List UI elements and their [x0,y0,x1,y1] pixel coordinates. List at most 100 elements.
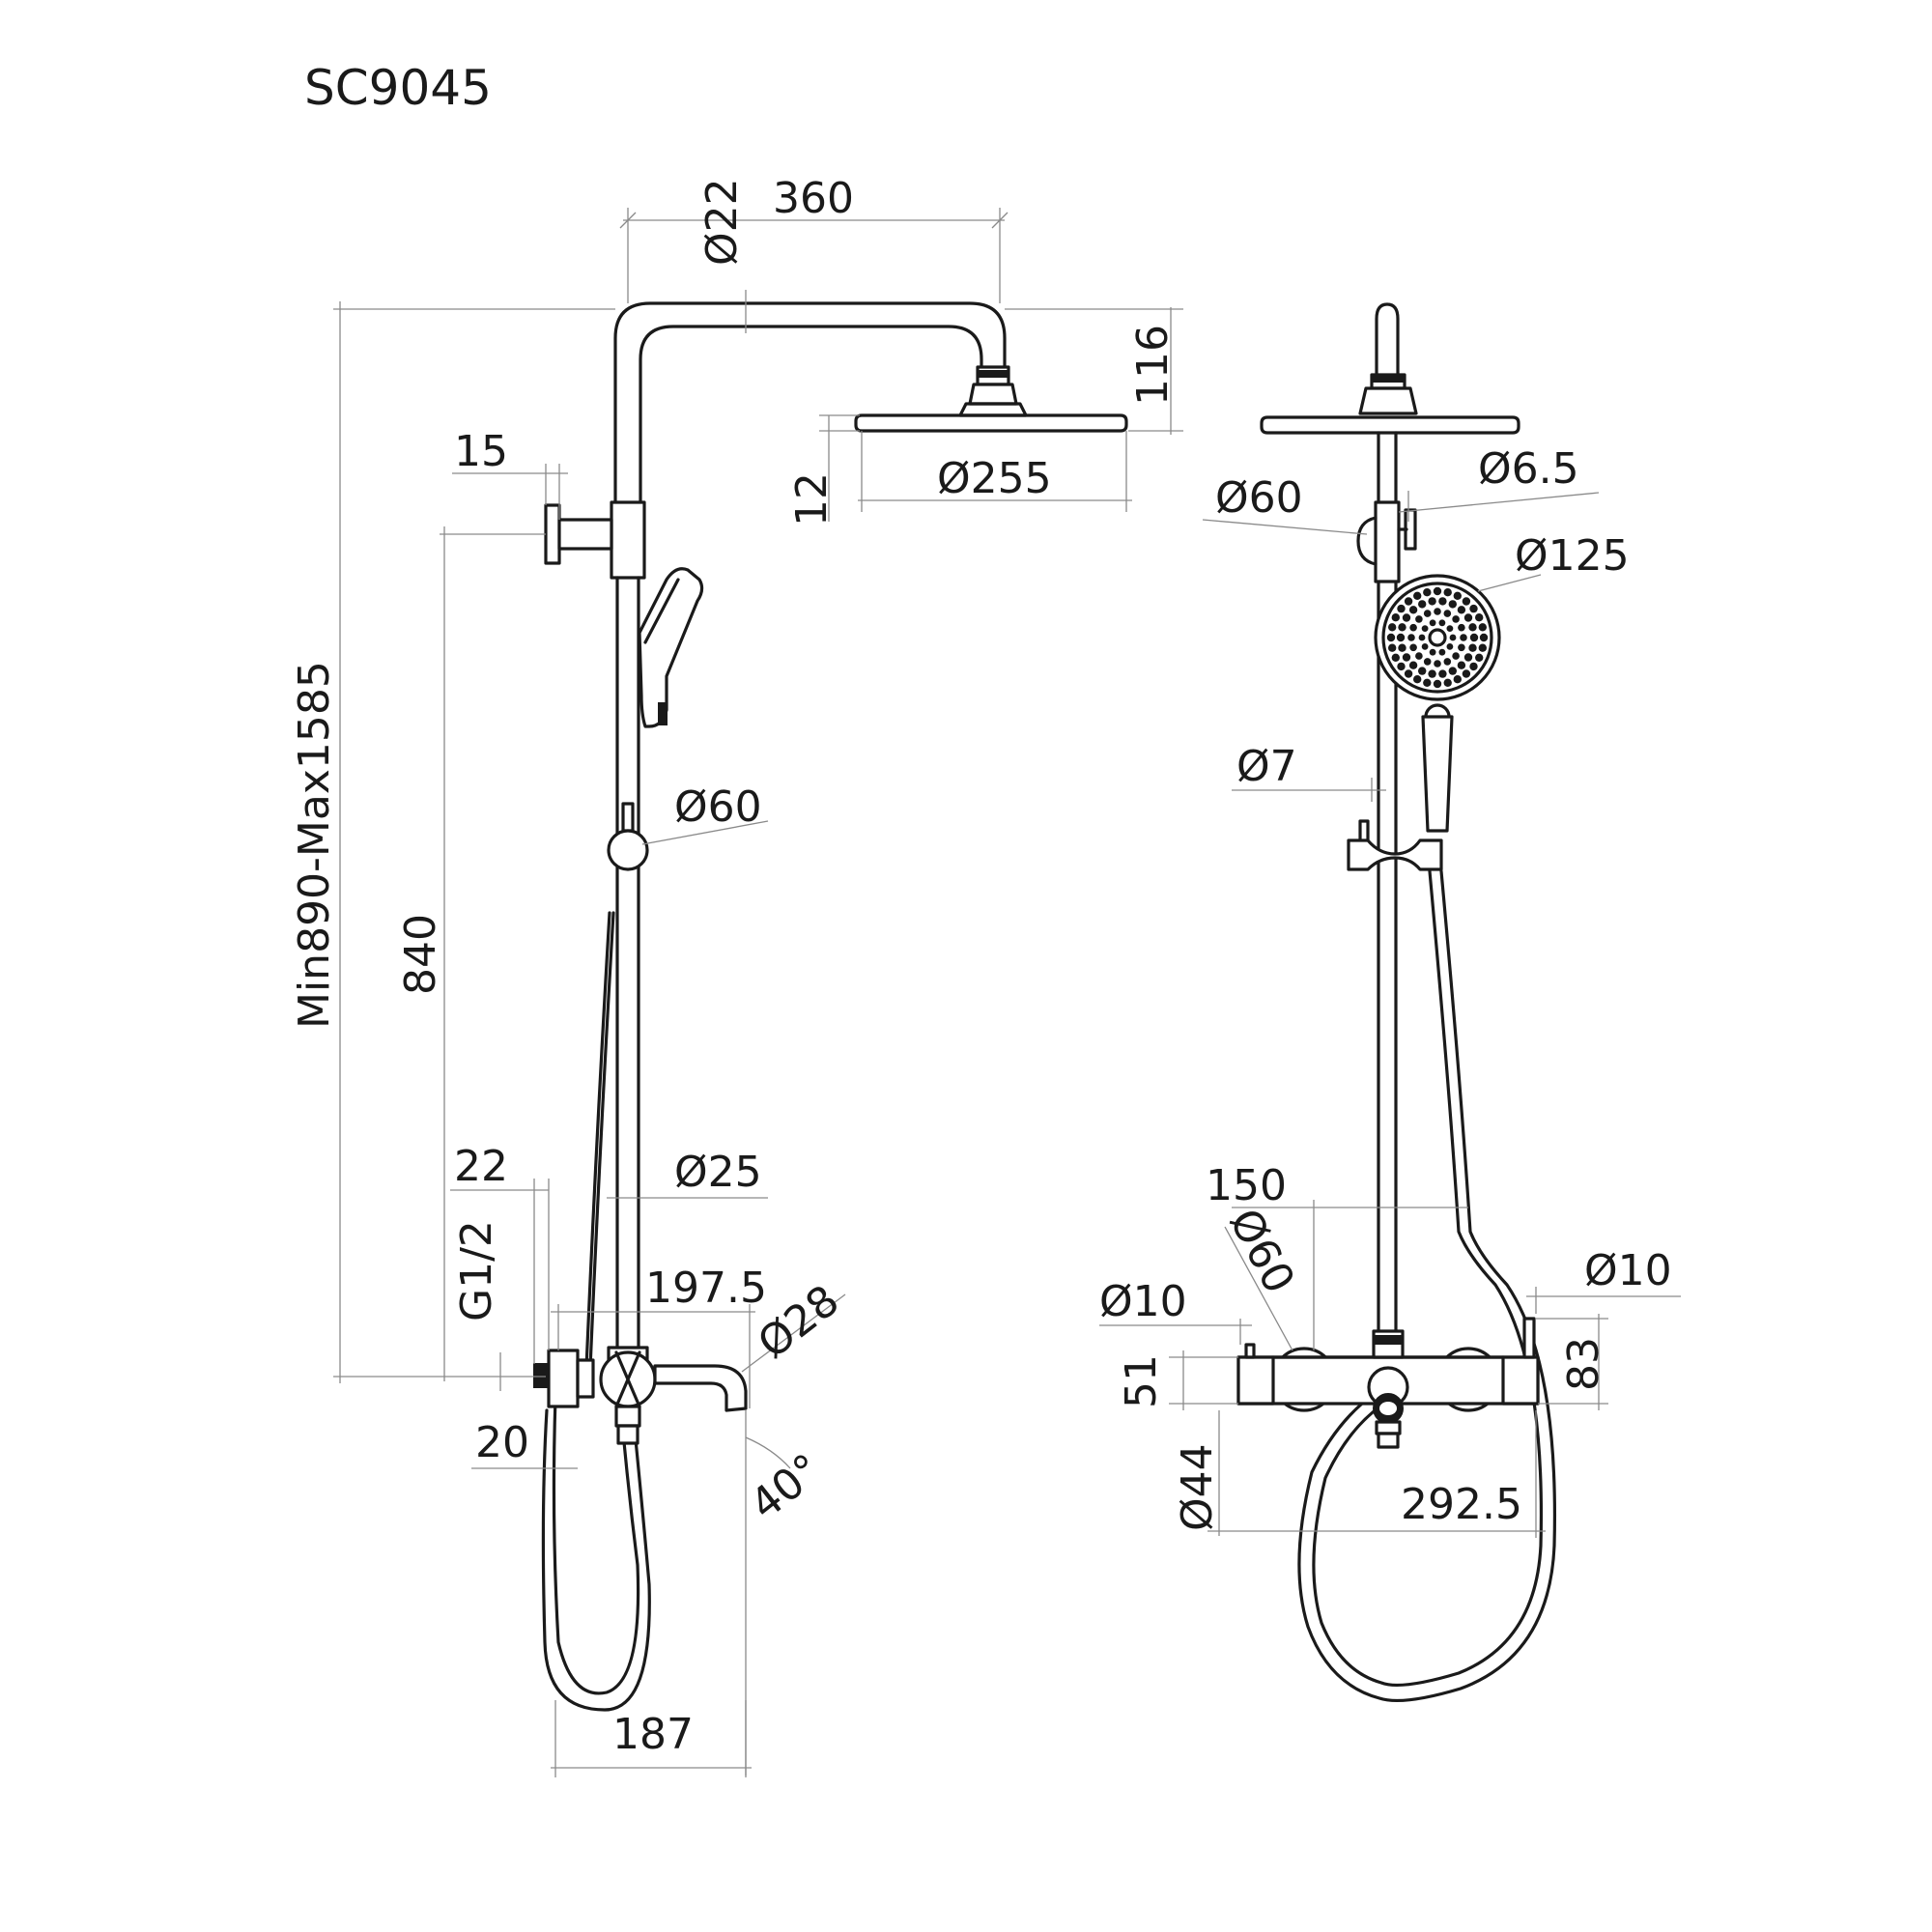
label-inlet-offset: 22 [454,1142,508,1191]
side-view [533,301,1128,1712]
nozzle-dot [1453,591,1463,600]
nozzle-dot [1418,667,1427,675]
nozzle-dot [1413,675,1422,684]
nozzle-dot [1460,634,1467,641]
rain-head-hub [958,402,1028,417]
side-view-labels: 360 Ø22 116 Ø255 12 15 Min890-Max1585 84… [290,174,1178,1759]
label-knob-height: 83 [1559,1337,1608,1391]
riser-sleeve [610,500,646,580]
nozzle-dot [1446,625,1454,632]
label-width-top: 360 [773,174,854,223]
nozzle-dot [1423,658,1432,666]
diverter-holder-front [1356,516,1378,566]
hose-front-inner [1297,869,1556,1703]
nozzle-dot [1388,643,1397,652]
nozzle-dot [1469,604,1478,613]
label-handle-dia: Ø60 [1219,1201,1304,1301]
nozzle-dot [1458,623,1465,632]
nozzle-dot [1438,669,1447,678]
nozzle-dot [1463,653,1473,662]
label-holder-dia: Ø60 [674,782,762,832]
nozzle-dot [1408,661,1418,669]
head-swivel-front [1358,386,1418,415]
hand-shower-nozzles [1386,586,1489,689]
nozzle-dot [1438,648,1446,656]
nozzle-dot [1421,625,1429,632]
nozzle-dot [1478,643,1488,652]
bath-spout [653,1364,748,1412]
right-knob-front [1522,1317,1536,1359]
nozzle-dot [1397,662,1406,671]
label-knob-dia-top: Ø6.5 [1478,444,1579,494]
mixer-endcap-right [1501,1355,1540,1406]
nozzle-dot [1398,623,1406,632]
rain-shower-head-front [1260,415,1520,435]
label-holder-dia-front: Ø60 [1215,473,1303,523]
label-total-height: Min890-Max1585 [290,661,339,1029]
riser-top-front [1375,302,1400,379]
label-thread: G1/2 [452,1220,501,1321]
label-spout-angle: 40° [741,1444,831,1529]
nozzle-dot [1475,653,1484,662]
nozzle-dot [1462,597,1471,606]
nozzle-dot [1415,652,1423,660]
nozzle-dot [1448,667,1458,675]
hose-nut [614,1405,641,1428]
label-slider-height: 840 [396,914,445,995]
label-pipe-dia-top: Ø22 [697,178,747,266]
nozzle-dot [1453,675,1463,684]
nozzle-dot [1457,661,1466,669]
slider-holder-front [1347,838,1443,871]
nozzle-dot [1429,648,1436,656]
overhead-arm-outer [613,301,1007,504]
riser-sleeve-front [1374,500,1401,583]
nozzle-dot [1428,669,1436,678]
nozzle-dot [1413,591,1422,600]
inlet-nut [576,1358,595,1399]
hand-shower-center-front [1428,628,1447,647]
nozzle-dot [1452,652,1460,660]
head-connector-band-front [1371,376,1406,383]
label-outlet-dia: Ø44 [1173,1443,1222,1531]
nozzle-dot [1396,633,1406,642]
nozzle-dot [1402,613,1411,622]
hose-side-outer [552,1350,640,1695]
nozzle-dot [1443,588,1452,597]
slider-holder [607,829,649,871]
nozzle-dot [1404,597,1413,606]
label-bar-dia: Ø25 [674,1148,762,1197]
nozzle-dot [1397,604,1406,613]
hose-side-inner [541,1408,651,1712]
nozzle-dot [1438,597,1447,606]
model-title: SC9045 [304,60,492,116]
nozzle-dot [1469,633,1479,642]
front-view-dimensions [1099,491,1681,1538]
nozzle-dot [1433,586,1442,596]
hose-side-b [583,911,611,1393]
hand-shower-button [658,702,668,725]
nozzle-dot [1463,613,1473,622]
nozzle-dot [1478,623,1488,632]
hose-side-a [568,911,615,1393]
nozzle-dot [1443,658,1452,666]
head-connector-band [977,370,1009,378]
nozzle-dot [1423,588,1432,597]
label-handshower-dia: Ø125 [1515,531,1630,581]
nozzle-dot [1428,597,1436,606]
nozzle-dot [1404,669,1413,678]
nozzle-dot [1429,619,1436,627]
nozzle-dot [1449,634,1457,641]
nozzle-dot [1475,613,1484,622]
nozzle-dot [1462,669,1471,678]
hose-connector-front [1377,1432,1400,1449]
front-view-labels: Ø6.5 Ø60 Ø125 Ø7 150 Ø60 Ø10 Ø10 51 83 Ø… [1099,444,1672,1531]
hand-shower-face [643,578,680,644]
nozzle-dot [1434,608,1441,615]
rain-shower-head [854,413,1128,433]
hand-shower-ring-front [1381,582,1493,694]
nozzle-dot [1448,600,1458,609]
nozzle-dot [1423,678,1432,687]
nozzle-dot [1458,643,1465,652]
label-inlet-depth: 20 [475,1418,529,1467]
label-rod-dia: Ø7 [1236,742,1297,791]
